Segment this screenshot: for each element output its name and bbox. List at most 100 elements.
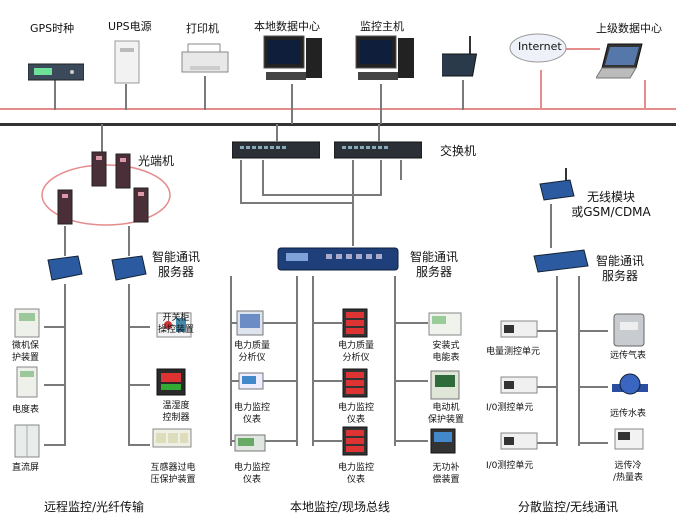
drop-line	[54, 80, 56, 110]
branch-line	[394, 440, 428, 442]
switch-uplink	[276, 124, 278, 142]
switch-link	[262, 194, 382, 196]
switch-left-icon	[232, 140, 320, 160]
col6-text-1: 电量测控单元	[486, 347, 541, 357]
drop-line	[291, 84, 293, 124]
branch-line	[312, 440, 342, 442]
switch-label: 交换机	[440, 144, 477, 158]
col5-text-1: 安装式 电能表	[432, 341, 460, 363]
branch-line	[530, 442, 558, 444]
branch-line	[44, 326, 66, 328]
gps-label: GPS时种	[30, 22, 75, 35]
branch-line	[394, 380, 428, 382]
switch-link	[352, 160, 354, 246]
switch-link	[380, 160, 382, 196]
branch-line	[128, 444, 150, 446]
left-serial-server-icon	[108, 254, 148, 282]
col7-text-2: 远传水表	[610, 409, 647, 419]
overvoltage-protector-icon	[152, 428, 192, 448]
pink-bus-line	[0, 108, 676, 110]
field-bus	[394, 276, 396, 446]
col4-text-2: 电力监控 仪表	[337, 403, 374, 425]
branch-line	[578, 330, 608, 332]
optical-link	[128, 226, 130, 256]
drop-line	[644, 80, 646, 110]
optical-transceiver-icon	[56, 188, 74, 226]
power-quality-analyzer-icon	[236, 310, 264, 336]
io-control-unit-icon	[500, 376, 538, 394]
col1-item-1: 微机保 护装置	[12, 341, 40, 363]
protection-device-icon	[14, 308, 40, 338]
branch-line	[394, 322, 428, 324]
field-bus	[312, 276, 314, 446]
io-control-unit-icon	[500, 432, 538, 450]
power-meter-icon	[234, 434, 266, 452]
heat-meter-icon	[614, 428, 644, 450]
printer-icon	[180, 42, 230, 76]
section-local-title: 本地监控/现场总线	[290, 500, 391, 514]
temp-humidity-controller-icon	[156, 368, 186, 396]
field-bus	[64, 284, 66, 446]
optical-label: 光端机	[138, 154, 175, 168]
left-server-label: 智能通讯 服务器	[151, 250, 200, 279]
branch-line	[530, 330, 558, 332]
branch-line	[128, 326, 150, 328]
field-bus	[230, 276, 232, 446]
power-meter-icon	[238, 372, 264, 390]
col3-text-3: 电力监控 仪表	[233, 463, 270, 485]
col3-text-1: 电力质量 分析仪	[233, 341, 270, 363]
dc-panel-icon	[14, 424, 40, 458]
optical-link	[64, 226, 66, 256]
power-monitor-meter-icon	[342, 368, 368, 398]
measure-control-unit-icon	[500, 320, 538, 338]
col7-text-1: 远传气表	[610, 351, 647, 361]
col6-text-2: I/0测控单元	[486, 403, 534, 413]
optical-transceiver-icon	[90, 150, 108, 188]
drop-line	[204, 76, 206, 110]
water-meter-icon	[610, 370, 650, 404]
col1-item-2: 电度表	[12, 405, 40, 415]
col6-text-3: I/0测控单元	[486, 461, 534, 471]
col1-item-3: 直流屏	[12, 463, 40, 473]
laptop-icon	[596, 42, 646, 82]
section-distributed-title: 分散监控/无线通讯	[518, 500, 619, 514]
col4-text-1: 电力质量 分析仪	[337, 341, 374, 363]
switch-right-icon	[334, 140, 422, 160]
drop-line	[540, 70, 542, 110]
branch-line	[44, 444, 66, 446]
col2-text-2: 温湿度 控制器	[162, 401, 190, 423]
switch-link	[240, 202, 352, 204]
internet-cloud-icon	[508, 30, 568, 64]
main-ethernet-bus	[0, 123, 676, 126]
col2-text-1: 开关柜 操控装置	[157, 313, 194, 335]
wireless-link	[550, 204, 552, 248]
branch-line	[578, 442, 608, 444]
col3-text-2: 电力监控 仪表	[233, 403, 270, 425]
branch-line	[44, 384, 66, 386]
section-remote-title: 远程监控/光纤传输	[44, 500, 145, 514]
col5-text-2: 电动机 保护装置	[427, 403, 464, 425]
printer-label: 打印机	[186, 22, 219, 35]
optical-transceiver-icon	[114, 152, 132, 190]
local-center-label: 本地数据中心	[254, 20, 320, 33]
energy-meter-icon	[428, 312, 462, 336]
router-icon	[442, 34, 482, 80]
switch-link	[400, 160, 402, 180]
monitor-host-label: 监控主机	[360, 20, 404, 33]
drop-line	[125, 84, 127, 110]
branch-line	[530, 386, 558, 388]
branch-line	[578, 386, 608, 388]
monitor-computer-icon	[354, 34, 416, 84]
switch-link	[262, 160, 264, 196]
gps-device-icon	[28, 62, 84, 82]
motor-protector-icon	[430, 370, 460, 400]
reactive-compensator-icon	[430, 428, 456, 454]
internet-link	[560, 48, 600, 50]
drop-line	[462, 80, 464, 110]
field-bus	[556, 276, 558, 446]
optical-transceiver-icon	[132, 186, 150, 224]
field-bus	[296, 276, 298, 446]
gas-meter-icon	[612, 312, 646, 348]
wireless-module-icon	[536, 166, 576, 206]
upper-center-label: 上级数据中心	[596, 22, 662, 35]
